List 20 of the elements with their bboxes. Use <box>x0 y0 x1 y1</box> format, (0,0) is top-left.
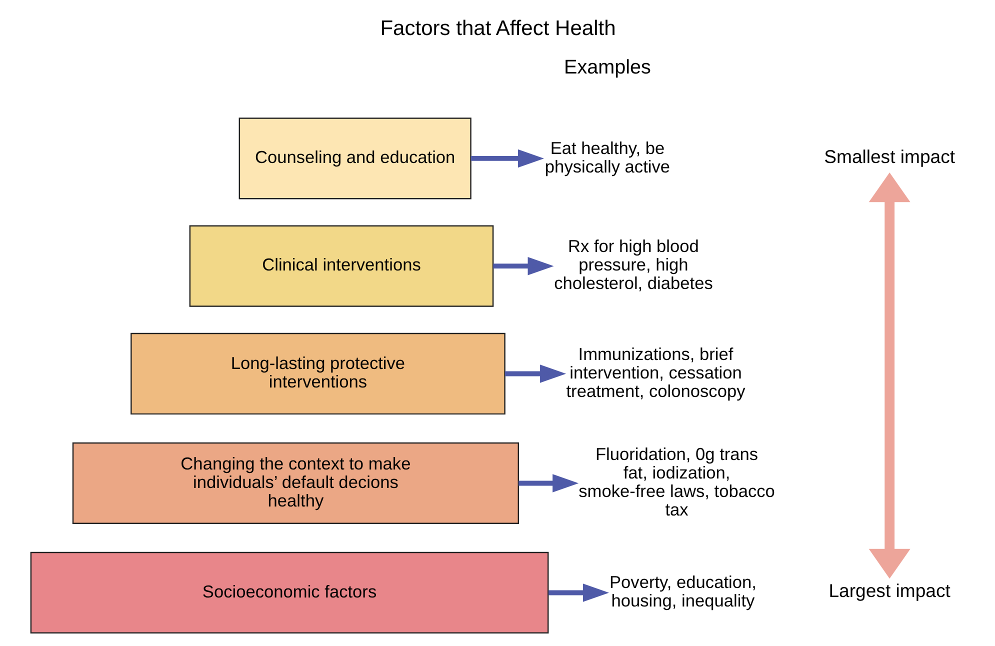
node-box: Clinical interventions <box>188 225 494 307</box>
node-text: Eat healthy, be physically active <box>544 138 670 176</box>
arrow <box>868 172 910 579</box>
node-text: Fluoridation, 0g trans fat, iodization, smoke-free laws, tobacco tax <box>578 444 774 520</box>
node-text: Largest impact <box>828 580 950 602</box>
node-text: Poverty, education, housing, inequality <box>609 572 756 611</box>
arrow <box>548 584 609 602</box>
arrow <box>470 149 544 168</box>
arrow <box>504 364 566 383</box>
node-box: Changing the context to make individuals’ default decions healthy <box>72 442 519 524</box>
node-box: Long-lasting protective interventions <box>130 332 505 415</box>
arrow <box>492 256 554 276</box>
node-box: Counseling and education <box>238 118 471 200</box>
node-text: Smallest impact <box>824 146 955 167</box>
node-text: Rx for high blood pressure, high cholesterol, diabetes <box>554 236 712 294</box>
arrow <box>518 474 578 492</box>
diagram-title: Factors that Affect Health <box>380 16 616 40</box>
label: Examples <box>564 56 650 78</box>
node-box: Socioeconomic factors <box>30 552 548 634</box>
node-text: Immunizations, brief intervention, cessation treatment, colonoscopy <box>566 344 745 401</box>
